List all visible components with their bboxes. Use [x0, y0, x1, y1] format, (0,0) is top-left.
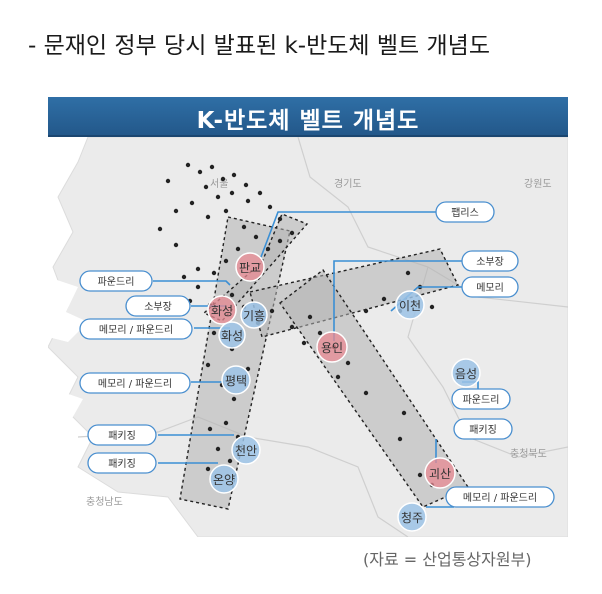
tag-foundry-pangyo[interactable]: 파운드리 — [79, 270, 153, 292]
tag-sobujang-hwaseong[interactable]: 소부장 — [125, 295, 191, 317]
tag-memory-foundry-cheongju-label: 메모리 / 파운드리 — [463, 492, 537, 504]
region-label-seoul: 서울 — [210, 178, 228, 190]
tag-sobujang-east-label: 소부장 — [476, 256, 504, 268]
city-label-giheung: 기흥 — [243, 309, 265, 323]
city-marker-hwaseong-blue[interactable]: 화성 — [218, 321, 246, 349]
city-marker-onyang[interactable]: 온양 — [209, 464, 239, 494]
region-label-chungbuk: 충청북도 — [510, 448, 547, 460]
belt-diagonal — [279, 268, 470, 508]
tag-packaging-goesan[interactable]: 패키징 — [453, 418, 513, 440]
city-marker-giheung[interactable]: 기흥 — [240, 301, 268, 329]
city-marker-pangyo[interactable]: 판교 — [235, 252, 265, 282]
map-title-banner: K-반도체 벨트 개념도 — [48, 97, 568, 137]
city-marker-cheongju[interactable]: 청주 — [397, 502, 427, 532]
city-marker-hwaseong-pink[interactable]: 화성 — [207, 295, 237, 325]
tag-packaging-cheonan-label: 패키징 — [108, 430, 136, 442]
tag-sobujang-hwaseong-label: 소부장 — [144, 301, 172, 313]
tag-foundry-eumseong-label: 파운드리 — [463, 394, 500, 406]
tag-packaging-cheonan[interactable]: 패키징 — [87, 424, 157, 446]
page-heading: - 문재인 정부 당시 발표된 k-반도체 벨트 개념도 — [28, 33, 490, 59]
leader-lines — [153, 211, 479, 508]
tag-packaging-onyang[interactable]: 패키징 — [87, 452, 157, 474]
region-label-gangwon: 강원도 — [524, 178, 552, 190]
coast-water — [48, 387, 83, 422]
tag-fabless[interactable]: 팹리스 — [435, 201, 495, 223]
city-label-hwaseong-pink: 화성 — [211, 304, 233, 318]
city-label-eumseong: 음성 — [455, 367, 477, 381]
tag-foundry-pangyo-label: 파운드리 — [98, 276, 135, 288]
belt-map: 서울 경기도 강원도 충청북도 충청남도 — [48, 137, 568, 537]
city-marker-pyeongtaek[interactable]: 평택 — [221, 365, 251, 395]
region-label-gyeonggi: 경기도 — [334, 177, 362, 190]
tag-memory-icheon[interactable]: 메모리 — [461, 276, 519, 298]
city-label-pangyo: 판교 — [239, 261, 261, 275]
province-border — [407, 266, 568, 458]
tag-foundry-eumseong[interactable]: 파운드리 — [451, 388, 511, 410]
tag-packaging-goesan-label: 패키징 — [469, 424, 497, 436]
city-label-cheongju: 청주 — [401, 511, 423, 525]
city-marker-yongin[interactable]: 용인 — [316, 331, 348, 363]
source-caption: (자료 = 산업통상자원부) — [363, 550, 532, 569]
tag-memory-foundry-hwaseong-label: 메모리 / 파운드리 — [99, 324, 173, 336]
city-label-onyang: 온양 — [213, 473, 235, 487]
belt-map-svg: 서울 경기도 강원도 충청북도 충청남도 — [48, 137, 568, 537]
tag-sobujang-east[interactable]: 소부장 — [461, 250, 519, 272]
city-label-hwaseong-blue: 화성 — [221, 329, 243, 343]
tag-memory-foundry-hwaseong[interactable]: 메모리 / 파운드리 — [79, 318, 193, 340]
city-label-pyeongtaek: 평택 — [225, 374, 247, 388]
coast-water — [48, 277, 88, 342]
city-label-cheonan: 천안 — [235, 443, 257, 458]
city-label-yongin: 용인 — [321, 341, 343, 355]
province-border — [77, 416, 409, 537]
city-marker-eumseong[interactable]: 음성 — [451, 358, 481, 388]
map-title: K-반도체 벨트 개념도 — [196, 108, 420, 134]
city-marker-icheon[interactable]: 이천 — [395, 290, 425, 320]
city-label-goesan: 괴산 — [429, 467, 451, 481]
region-label-chungnam: 충청남도 — [86, 496, 123, 508]
city-marker-cheonan[interactable]: 천안 — [231, 435, 261, 465]
city-marker-goesan[interactable]: 괴산 — [424, 457, 456, 489]
tag-packaging-onyang-label: 패키징 — [108, 458, 136, 470]
tag-memory-foundry-pyeongtaek[interactable]: 메모리 / 파운드리 — [79, 372, 191, 394]
tag-fabless-label: 팹리스 — [451, 207, 479, 219]
tag-memory-foundry-pyeongtaek-label: 메모리 / 파운드리 — [98, 378, 172, 390]
tag-memory-foundry-cheongju[interactable]: 메모리 / 파운드리 — [445, 486, 555, 508]
city-label-icheon: 이천 — [399, 298, 421, 313]
tag-memory-icheon-label: 메모리 — [476, 282, 504, 294]
